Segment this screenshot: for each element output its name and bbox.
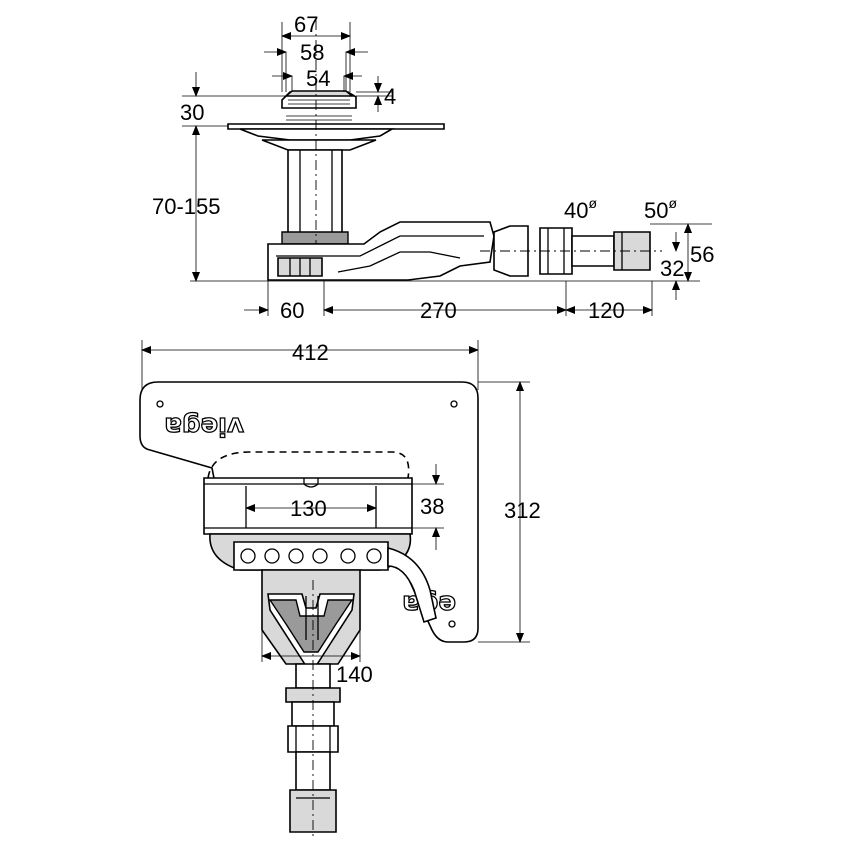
drain-insert-lid [283, 90, 355, 97]
bar-holes [240, 548, 382, 564]
dim-30: 30 [180, 100, 204, 125]
dim-412: 412 [292, 340, 329, 365]
outlet-pipe-end [613, 231, 651, 271]
dim-32: 32 [660, 256, 684, 281]
dim-270: 270 [420, 298, 457, 323]
dim-120: 120 [588, 298, 625, 323]
riser-column [287, 149, 343, 237]
dim-54: 54 [306, 66, 330, 91]
grate-outline-dashed [207, 451, 410, 479]
dim-140: 140 [336, 662, 373, 687]
dim-4: 4 [384, 84, 396, 109]
dim-58: 58 [300, 40, 324, 65]
top-view: viega ega [139, 340, 530, 840]
dim-70-155: 70-155 [152, 194, 221, 219]
column-collar [281, 231, 349, 245]
tile-plate [227, 123, 445, 130]
outlet-funnel-inner [268, 599, 354, 653]
perforated-bar [233, 541, 389, 571]
dim-312: 312 [504, 498, 541, 523]
outlet-coupling [493, 225, 529, 277]
outlet-pipe-end-top [289, 789, 337, 833]
insert-threads [286, 99, 352, 121]
dim-67: 67 [294, 12, 318, 37]
top-view-dimensions: 412 312 130 38 140 [290, 340, 541, 687]
dim-40: 40ø [564, 195, 597, 223]
side-view-dimensions: 67 58 54 4 30 70-155 40ø 50ø 56 32 60 27… [152, 12, 714, 323]
dim-50: 50ø [644, 195, 677, 223]
dim-60: 60 [280, 298, 304, 323]
drain-funnel [261, 139, 377, 151]
viega-logo: viega [164, 411, 244, 441]
dim-38: 38 [420, 494, 444, 519]
side-view [182, 20, 712, 316]
dim-130: 130 [290, 496, 327, 521]
dim-56: 56 [690, 242, 714, 267]
base-tail [387, 546, 437, 624]
outlet-nut-top [287, 725, 339, 753]
